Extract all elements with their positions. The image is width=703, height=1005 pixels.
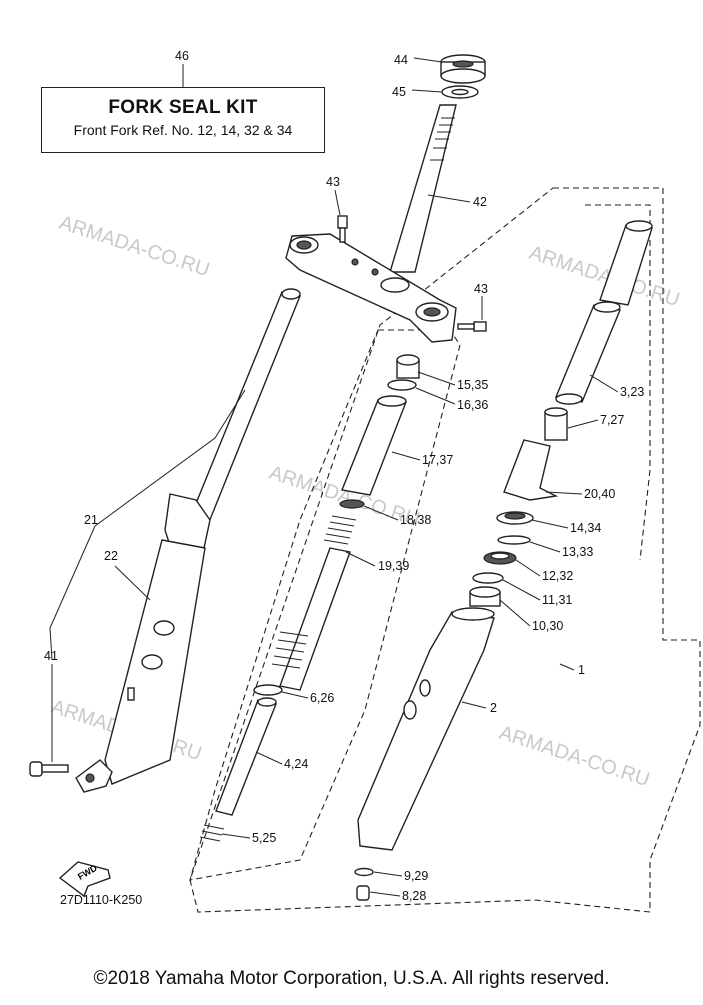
callout-5-25: 5,25 <box>252 831 276 845</box>
callout-13-33: 13,33 <box>562 545 593 559</box>
callout-15-35: 15,35 <box>457 378 488 392</box>
part-21-fork-tube <box>185 288 301 533</box>
callout-43-lower: 43 <box>474 282 488 296</box>
callout-43-upper: 43 <box>326 175 340 189</box>
part-42-steering-stem <box>389 104 457 273</box>
watermark-3: ARMADA-CO.RU <box>266 462 422 531</box>
callout-44: 44 <box>394 53 408 67</box>
callout-1: 1 <box>578 663 585 677</box>
outer-assembly-outline <box>189 187 701 913</box>
kit-title: FORK SEAL KIT <box>108 97 258 118</box>
callout-kit: 46 <box>175 49 189 63</box>
part-45-washer <box>441 85 479 99</box>
diagram-code: 27D1110-K250 <box>60 893 142 907</box>
part-19-spring <box>271 515 357 691</box>
callout-10-30: 10,30 <box>532 619 563 633</box>
callout-17-37: 17,37 <box>422 453 453 467</box>
part-43-bolt-lower <box>457 321 487 332</box>
part-22-outer-tube <box>75 493 211 793</box>
part-12-oil-seal <box>483 551 517 565</box>
inner-cartridge-outline <box>189 329 461 881</box>
copyright-notice: ©2018 Yamaha Motor Corporation, U.S.A. A… <box>93 968 610 989</box>
part-20-guide <box>503 439 559 501</box>
part-2-outer-tube <box>357 607 495 851</box>
callout-7-27: 7,27 <box>600 413 624 427</box>
part-4-damper-rod <box>215 697 277 816</box>
callout-14-34: 14,34 <box>570 521 601 535</box>
callout-42: 42 <box>473 195 487 209</box>
callout-6-26: 6,26 <box>310 691 334 705</box>
part-17-spacer <box>341 395 407 496</box>
callout-41: 41 <box>44 649 58 663</box>
part-6-ring <box>253 684 283 696</box>
part-5-spring <box>199 824 225 842</box>
callout-3-23: 3,23 <box>620 385 644 399</box>
callout-45: 45 <box>392 85 406 99</box>
callout-20-40: 20,40 <box>584 487 615 501</box>
callout-19-39: 19,39 <box>378 559 409 573</box>
part-44-nut <box>440 54 486 84</box>
callouts: 46 44 45 43 42 43 15,35 16,36 17,37 18,3… <box>44 49 644 907</box>
part-7-collar <box>544 407 568 441</box>
part-14-dust-seal <box>496 511 534 525</box>
fwd-arrow-icon: FWD <box>58 861 111 898</box>
fork-seal-kit-box: FORK SEAL KIT Front Fork Ref. No. 12, 14… <box>41 87 325 153</box>
callout-11-31: 11,31 <box>542 593 572 607</box>
callout-12-32: 12,32 <box>542 569 573 583</box>
callout-18-38: 18,38 <box>400 513 431 527</box>
part-43-bolt-upper <box>337 215 348 243</box>
callout-21: 21 <box>84 513 98 527</box>
part-10-bushing <box>469 586 501 607</box>
part-9-washer <box>354 867 374 877</box>
part-3-inner-tube <box>555 220 653 405</box>
callout-8-28: 8,28 <box>402 889 426 903</box>
part-18-washer <box>339 499 365 509</box>
part-41-bolt <box>29 761 69 777</box>
part-15-cap-bolt <box>396 354 420 379</box>
watermark-1: ARMADA-CO.RU <box>56 212 212 281</box>
part-16-oring <box>387 379 417 391</box>
callout-22: 22 <box>104 549 118 563</box>
part-11-washer <box>472 572 504 584</box>
watermark-5: ARMADA-CO.RU <box>496 722 652 791</box>
part-8-bolt <box>356 885 370 901</box>
callout-4-24: 4,24 <box>284 757 308 771</box>
part-13-clip <box>497 535 531 545</box>
kit-subtitle: Front Fork Ref. No. 12, 14, 32 & 34 <box>73 122 293 138</box>
callout-9-29: 9,29 <box>404 869 428 883</box>
callout-16-36: 16,36 <box>457 398 488 412</box>
callout-2: 2 <box>490 701 497 715</box>
leader-lines <box>49 57 619 897</box>
under-bracket <box>285 233 457 343</box>
